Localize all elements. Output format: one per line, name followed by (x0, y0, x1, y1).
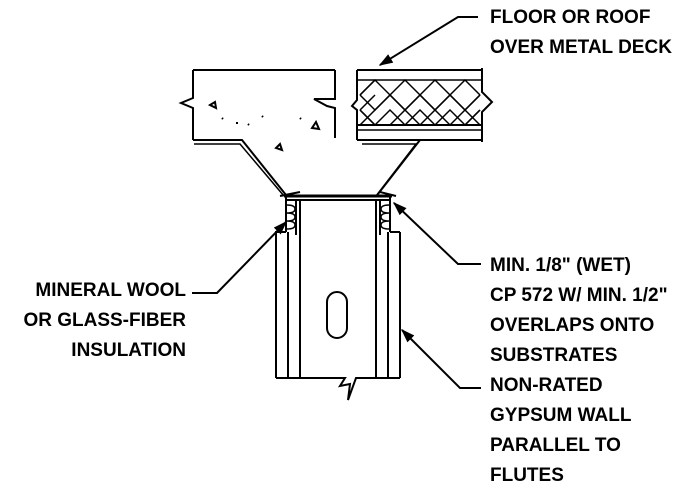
mineral-wool-label-line: OR GLASS-FIBER (23, 310, 186, 331)
wall-label-line: FLUTES (490, 465, 564, 486)
sealant-label: MIN. 1/8" (WET) CP 572 W/ MIN. 1/2" OVER… (490, 251, 668, 371)
roof-insulation-over-deck (350, 68, 494, 197)
floor-deck-label-line: OVER METAL DECK (490, 37, 672, 58)
top-track-and-sealant (279, 191, 397, 235)
wall-label-line: NON-RATED (490, 375, 603, 396)
mineral-wool-label: MINERAL WOOL OR GLASS-FIBER INSULATION (14, 276, 186, 366)
mineral-wool-label-line: INSULATION (71, 340, 186, 361)
sealant-label-line: SUBSTRATES (490, 345, 618, 366)
floor-deck-label-line: FLOOR OR ROOF (490, 7, 651, 28)
concrete-slab (178, 69, 336, 196)
sealant-label-line: CP 572 W/ MIN. 1/2" (490, 285, 668, 306)
sealant-label-line: MIN. 1/8" (WET) (490, 255, 631, 276)
wall-label-line: PARALLEL TO (490, 435, 621, 456)
leader-wall (401, 329, 481, 389)
wall-label-line: GYPSUM WALL (490, 405, 632, 426)
leader-mineral-wool (192, 220, 287, 294)
wall-label: NON-RATED GYPSUM WALL PARALLEL TO FLUTES (490, 371, 631, 486)
sealant-label-line: OVERLAPS ONTO (490, 315, 655, 336)
metal-deck (194, 143, 285, 197)
floor-deck-label: FLOOR OR ROOF OVER METAL DECK (490, 3, 672, 63)
mineral-wool-label-line: MINERAL WOOL (35, 280, 186, 301)
leader-sealant (392, 202, 481, 265)
gypsum-wall (275, 201, 401, 401)
leader-floor (378, 16, 478, 66)
